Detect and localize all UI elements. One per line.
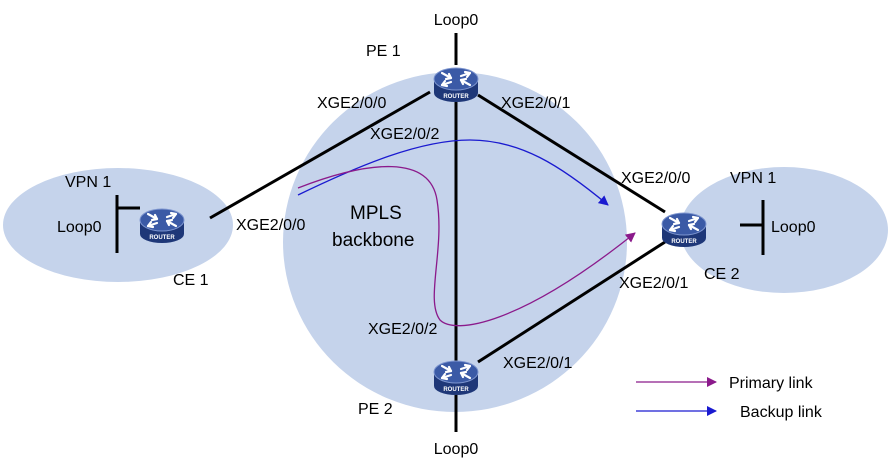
ce2-router-icon: ROUTER <box>660 211 708 249</box>
legend-backup-label: Backup link <box>740 404 823 421</box>
pe2-name: PE 2 <box>358 401 393 418</box>
right-vpn-label: VPN 1 <box>730 170 776 187</box>
ce1-loop-label: Loop0 <box>57 219 102 236</box>
ce2-if-bottom: XGE2/0/1 <box>619 275 688 292</box>
pe2-if-up: XGE2/0/2 <box>368 321 437 338</box>
link-pe1-ce2 <box>477 93 666 214</box>
mpls-label-line2: backbone <box>332 230 414 251</box>
router-caption: ROUTER <box>671 239 697 245</box>
pe2-loop-label: Loop0 <box>434 441 479 458</box>
ce1-router-icon: ROUTER <box>138 207 186 245</box>
ce2-loop-label: Loop0 <box>771 219 816 236</box>
pe2-router-icon: ROUTER <box>432 359 480 397</box>
pe1-if-down: XGE2/0/2 <box>370 126 439 143</box>
left-vpn-label: VPN 1 <box>65 174 111 191</box>
pe1-if-left: XGE2/0/0 <box>317 95 386 112</box>
pe1-name: PE 1 <box>366 43 401 60</box>
pe1-loop-label: Loop0 <box>434 12 479 29</box>
primary-link-path <box>297 165 636 327</box>
pe1-if-right: XGE2/0/1 <box>501 95 570 112</box>
link-ce1-pe1 <box>209 90 431 220</box>
router-caption: ROUTER <box>149 235 175 241</box>
router-caption: ROUTER <box>443 94 469 100</box>
ce2-name: CE 2 <box>704 266 740 283</box>
link-pe2-ce2 <box>477 240 666 364</box>
ce1-if-right: XGE2/0/0 <box>236 217 305 234</box>
mpls-label-line1: MPLS <box>350 203 402 224</box>
ce1-name: CE 1 <box>173 272 209 289</box>
legend-primary-label: Primary link <box>729 375 814 392</box>
backup-link-path <box>297 139 609 206</box>
pe1-router-icon: ROUTER <box>432 66 480 104</box>
pe2-if-right: XGE2/0/1 <box>503 355 572 372</box>
router-caption: ROUTER <box>443 387 469 393</box>
ce2-if-top: XGE2/0/0 <box>621 170 690 187</box>
right-vpn-cloud <box>680 167 888 293</box>
legend: Primary link Backup link <box>636 375 823 421</box>
